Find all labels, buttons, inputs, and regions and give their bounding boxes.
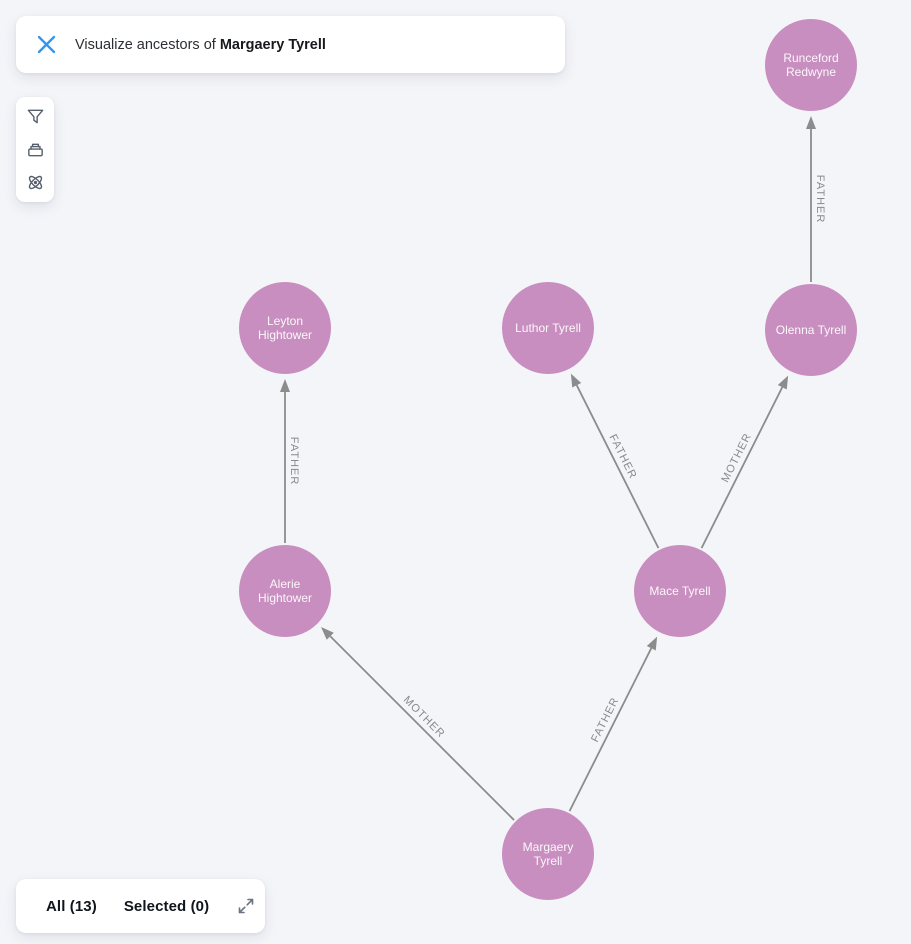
edge-label: FATHER xyxy=(814,175,826,224)
node-circle[interactable] xyxy=(765,19,857,111)
filter-icon[interactable] xyxy=(25,106,45,126)
tab-all[interactable]: All (13) xyxy=(46,897,97,915)
graph-edge-olenna-runceford[interactable]: FATHER xyxy=(806,116,826,282)
edge-arrowhead-icon xyxy=(570,373,582,388)
node-circle[interactable] xyxy=(239,545,331,637)
search-query-prefix: Visualize ancestors of xyxy=(75,36,216,53)
atom-icon[interactable] xyxy=(25,172,45,192)
tab-selected[interactable]: Selected (0) xyxy=(123,897,210,915)
node-circle[interactable] xyxy=(502,808,594,900)
expand-icon[interactable] xyxy=(236,895,256,917)
edge-arrowhead-icon xyxy=(646,636,658,651)
edge-line[interactable] xyxy=(568,647,653,812)
node-circle[interactable] xyxy=(239,282,331,374)
edge-arrowhead-icon xyxy=(280,379,290,392)
graph-node-luthor[interactable]: Luthor Tyrell xyxy=(502,282,594,374)
edge-arrowhead-icon xyxy=(806,116,816,129)
node-circle[interactable] xyxy=(634,545,726,637)
graph-edge-margaery-alerie[interactable]: MOTHER xyxy=(321,627,515,821)
edge-label: FATHER xyxy=(288,437,300,486)
graph-edge-mace-olenna[interactable]: MOTHER xyxy=(700,375,789,549)
edge-arrowhead-icon xyxy=(321,627,334,640)
edge-line[interactable] xyxy=(700,386,784,549)
edge-arrowhead-icon xyxy=(777,375,789,390)
graph-edge-mace-luthor[interactable]: FATHER xyxy=(570,373,660,549)
search-query: Visualize ancestors of Margaery Tyrell xyxy=(75,37,326,53)
graph-node-mace[interactable]: Mace Tyrell xyxy=(634,545,726,637)
search-bar[interactable]: Visualize ancestors of Margaery Tyrell xyxy=(16,16,565,73)
printer-icon[interactable] xyxy=(25,139,45,159)
node-circle[interactable] xyxy=(502,282,594,374)
node-circle[interactable] xyxy=(765,284,857,376)
graph-edge-margaery-mace[interactable]: FATHER xyxy=(568,636,658,812)
node-label: Luthor Tyrell xyxy=(515,321,581,335)
edge-label: FATHER xyxy=(589,695,622,744)
search-query-subject: Margaery Tyrell xyxy=(219,36,326,53)
node-label: Mace Tyrell xyxy=(649,584,710,598)
close-icon[interactable] xyxy=(36,35,56,55)
node-label: Olenna Tyrell xyxy=(776,323,846,337)
selection-footer: All (13) Selected (0) xyxy=(16,879,265,933)
graph-node-olenna[interactable]: Olenna Tyrell xyxy=(765,284,857,376)
edge-label: FATHER xyxy=(606,432,639,481)
edge-line[interactable] xyxy=(575,384,660,549)
edge-line[interactable] xyxy=(329,635,515,821)
edge-label: MOTHER xyxy=(401,694,447,740)
graph-edge-alerie-leyton[interactable]: FATHER xyxy=(280,379,300,543)
toolbar xyxy=(16,97,54,202)
